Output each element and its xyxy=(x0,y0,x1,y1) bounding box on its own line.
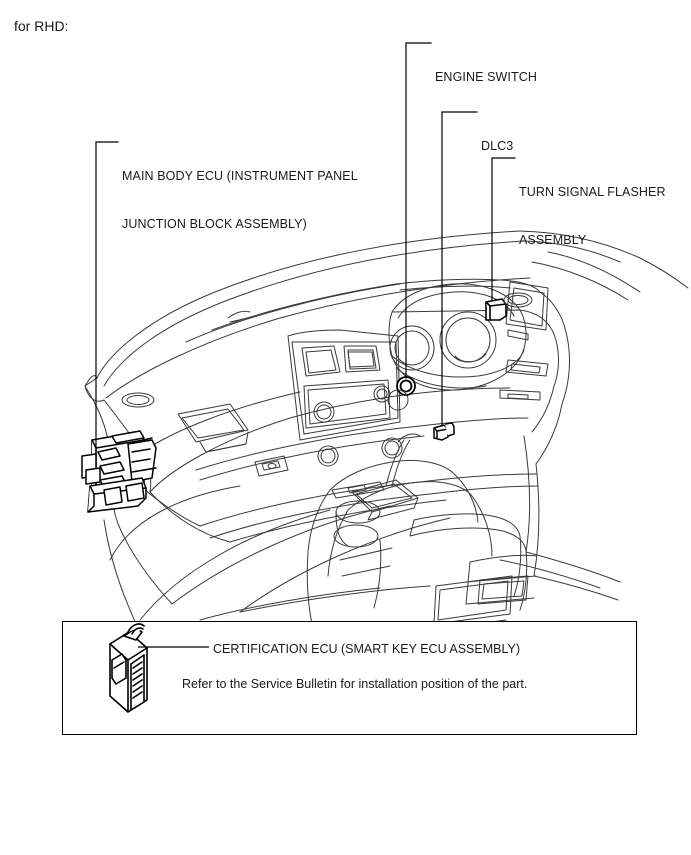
callout-line-1: TURN SIGNAL FLASHER xyxy=(519,185,666,199)
callout-label-turn-signal-flasher: TURN SIGNAL FLASHER ASSEMBLY xyxy=(519,152,666,280)
callout-label-main-body-ecu: MAIN BODY ECU (INSTRUMENT PANEL JUNCTION… xyxy=(122,136,358,264)
certification-ecu-label: CERTIFICATION ECU (SMART KEY ECU ASSEMBL… xyxy=(213,642,521,656)
callout-line-1: ENGINE SWITCH xyxy=(435,70,537,84)
callout-line-1: DLC3 xyxy=(481,139,514,153)
callout-label-engine-switch: ENGINE SWITCH xyxy=(435,37,537,117)
certification-ecu-note-box xyxy=(62,621,637,735)
callout-line-2: JUNCTION BLOCK ASSEMBLY) xyxy=(122,217,307,231)
callout-line-2: ASSEMBLY xyxy=(519,233,587,247)
page-heading: for RHD: xyxy=(14,18,69,34)
certification-ecu-note-text: Refer to the Service Bulletin for instal… xyxy=(182,677,528,691)
callout-line-1: MAIN BODY ECU (INSTRUMENT PANEL xyxy=(122,169,358,183)
callout-label-dlc3: DLC3 xyxy=(481,106,513,186)
